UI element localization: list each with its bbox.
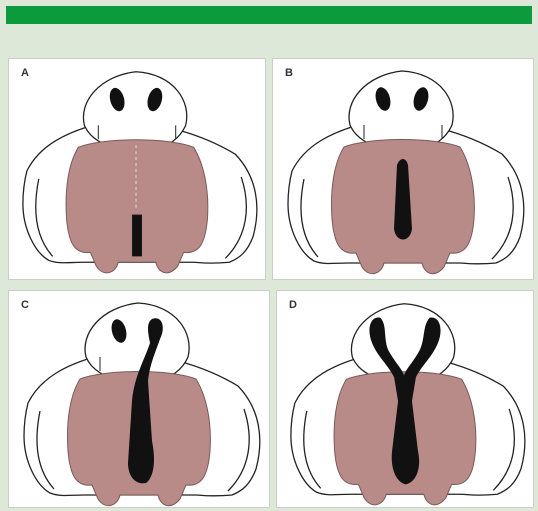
panel-c: C [8, 290, 270, 508]
panel-b: B [272, 58, 534, 280]
header-band [6, 24, 532, 56]
panel-label-b: B [285, 67, 293, 79]
panel-d: D [276, 290, 534, 508]
header-bar [6, 6, 532, 24]
palate-drawing-d [277, 291, 534, 508]
palate-drawing-a [9, 59, 266, 280]
palate-drawing-c [9, 291, 270, 508]
panel-label-a: A [21, 67, 29, 79]
panel-label-d: D [289, 299, 297, 311]
palate-drawing-b [273, 59, 534, 280]
panel-a: A [8, 58, 266, 280]
panel-label-c: C [21, 299, 29, 311]
